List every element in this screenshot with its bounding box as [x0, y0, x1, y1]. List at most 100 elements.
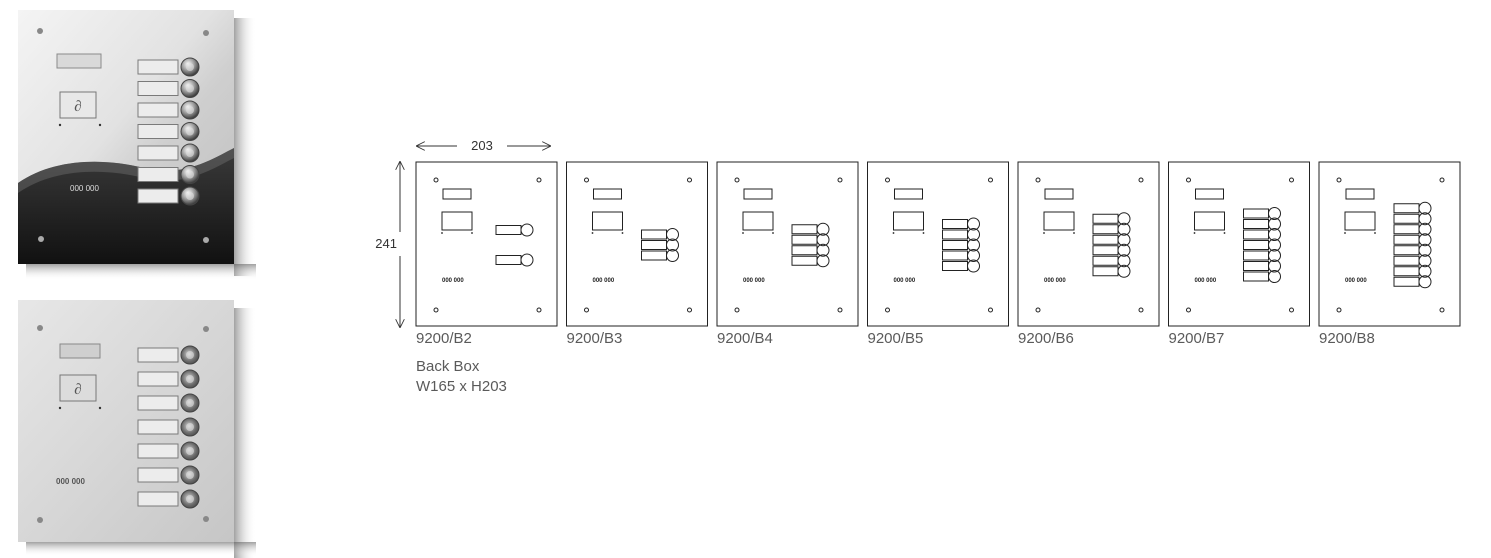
call-button [1268, 217, 1281, 231]
photo-name-label-slot [137, 81, 179, 96]
call-button [1268, 249, 1281, 262]
screw-hole [433, 307, 439, 313]
photo-name-label-slot [137, 491, 179, 507]
call-button [1418, 254, 1432, 268]
call-button [1117, 243, 1131, 257]
call-button [1268, 270, 1281, 283]
screw-hole [687, 177, 692, 183]
speaker-grille-text: 000 000 [1195, 278, 1217, 284]
camera-window [592, 211, 623, 231]
photo-name-label-slot [137, 124, 179, 139]
photo-name-label-slot [137, 371, 179, 387]
call-button [1268, 207, 1281, 220]
call-button [1418, 212, 1432, 226]
call-button [520, 253, 534, 267]
speaker-grille-text: 000 000 [442, 278, 464, 284]
screw-hole [734, 177, 740, 183]
speaker-grille-text: 000 000 [743, 278, 765, 284]
screw-hole [584, 177, 589, 183]
panel-drawing-9200-B8: 000 000 [1318, 161, 1461, 327]
call-button [816, 254, 830, 268]
screw-hole [1186, 307, 1191, 313]
call-button [967, 238, 980, 252]
photo-name-label-slot [137, 395, 179, 411]
photo-name-label-slot [137, 347, 179, 363]
panel-drawing-9200-B5: 000 000 [867, 161, 1009, 327]
panel-drawing-9200-B6: 000 000 [1017, 161, 1160, 327]
svg-text:∂: ∂ [74, 99, 81, 115]
width-dimension-label: 203 [471, 138, 493, 153]
model-label: 9200/B3 [566, 330, 623, 347]
call-button [520, 223, 534, 237]
call-button [816, 233, 830, 247]
screw-hole [1035, 307, 1041, 313]
panel-photo-mirror: ∂ 000 000 [18, 10, 256, 280]
model-label: 9200/B8 [1319, 330, 1375, 347]
screw-hole [584, 307, 589, 313]
model-label: 9200/B2 [416, 330, 472, 347]
photo-name-label-slot [137, 167, 179, 182]
call-button [1117, 212, 1131, 226]
camera-window [742, 211, 774, 231]
model-label: 9200/B6 [1018, 330, 1074, 347]
name-plate [1345, 188, 1375, 200]
screw-hole [734, 307, 740, 313]
photo-name-label-slot [137, 102, 179, 118]
photo-name-label-slot [137, 419, 179, 435]
name-plate [1044, 188, 1074, 200]
camera-window [1344, 211, 1376, 231]
call-button [967, 217, 980, 231]
panel-drawing-9200-B2: 000 000 [415, 161, 558, 327]
screw-hole [1439, 177, 1445, 183]
speaker-grille-text: 000 000 [593, 278, 615, 284]
camera-window [893, 211, 924, 231]
screw-hole [1035, 177, 1041, 183]
svg-text:∂: ∂ [74, 382, 81, 398]
screw-hole [988, 307, 993, 313]
call-button [666, 249, 679, 262]
screw-hole [1289, 177, 1294, 183]
model-label: 9200/B5 [867, 330, 924, 347]
panel-drawing-9200-B7: 000 000 [1168, 161, 1310, 327]
call-button [1418, 275, 1432, 289]
call-button [1268, 228, 1281, 241]
screw-hole [536, 307, 542, 313]
call-button [1117, 222, 1131, 236]
call-button [1418, 222, 1432, 236]
camera-window [1043, 211, 1075, 231]
panel-drawing-9200-B4: 000 000 [716, 161, 859, 327]
call-button [1268, 238, 1281, 252]
panel-drawing-9200-B3: 000 000 [566, 161, 708, 327]
call-button [967, 249, 980, 262]
photo-name-label-slot [137, 188, 179, 204]
call-button [666, 228, 679, 241]
model-label: 9200/B4 [717, 330, 773, 347]
screw-hole [1439, 307, 1445, 313]
call-button [816, 243, 830, 257]
call-button [1117, 264, 1131, 278]
screw-hole [837, 307, 843, 313]
name-plate [593, 188, 622, 200]
camera-window [441, 211, 473, 231]
name-plate [743, 188, 773, 200]
screw-hole [837, 177, 843, 183]
photo-name-label-slot [137, 443, 179, 459]
screw-hole [687, 307, 692, 313]
call-button [1117, 233, 1131, 247]
call-button [1418, 264, 1432, 278]
screw-hole [1336, 177, 1342, 183]
call-button [967, 228, 980, 241]
call-button [666, 238, 679, 252]
photo-name-label-slot [137, 59, 179, 75]
name-plate [1195, 188, 1224, 200]
call-button [1117, 254, 1131, 268]
screw-hole [1336, 307, 1342, 313]
svg-text:000 000: 000 000 [70, 184, 99, 193]
call-button [816, 222, 830, 236]
photo-name-label-slot [137, 467, 179, 483]
screw-hole [1138, 307, 1144, 313]
photo-name-label-slot [137, 145, 179, 161]
screw-hole [885, 177, 890, 183]
name-plate [894, 188, 923, 200]
back-box-dimensions: W165 x H203 [416, 378, 507, 395]
